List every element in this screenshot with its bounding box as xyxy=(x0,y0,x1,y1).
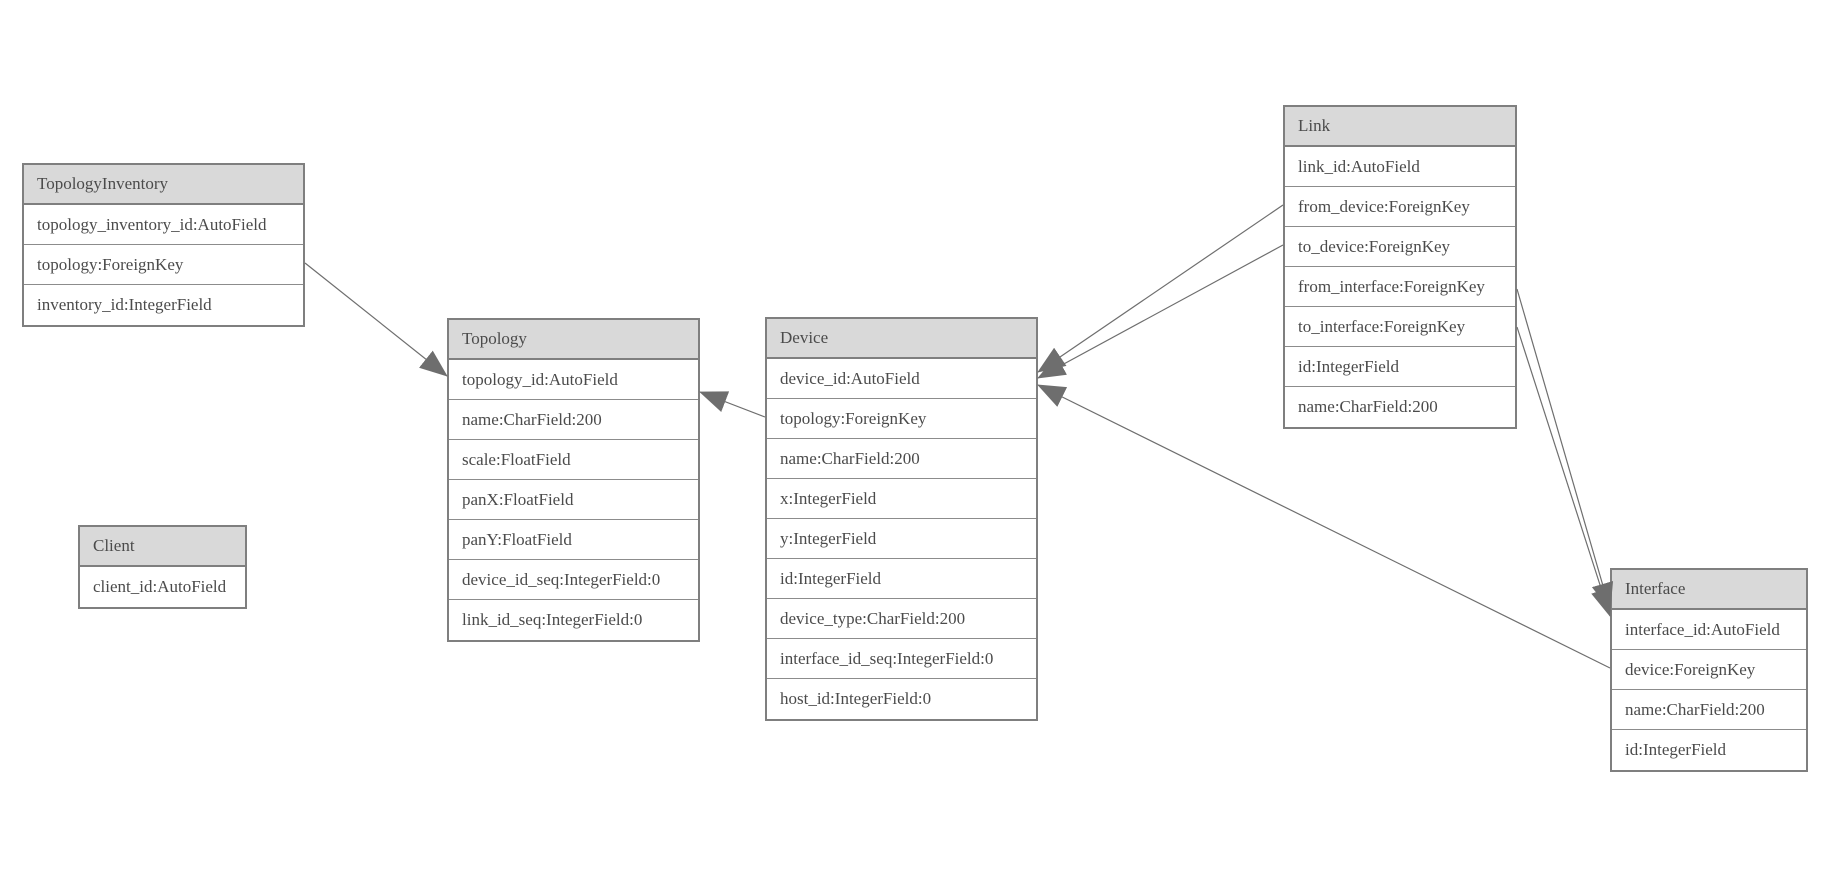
entity-field-row: name:CharField:200 xyxy=(449,400,698,440)
entity-title-client: Client xyxy=(80,527,245,567)
entity-field-row: name:CharField:200 xyxy=(1612,690,1806,730)
entity-field-row: to_interface:ForeignKey xyxy=(1285,307,1515,347)
entity-field-row: to_device:ForeignKey xyxy=(1285,227,1515,267)
entity-field-row: device_type:CharField:200 xyxy=(767,599,1036,639)
entity-field-row: x:IntegerField xyxy=(767,479,1036,519)
entity-field-row: interface_id:AutoField xyxy=(1612,610,1806,650)
entity-title-interface: Interface xyxy=(1612,570,1806,610)
entity-field-row: id:IntegerField xyxy=(767,559,1036,599)
entity-title-topology: Topology xyxy=(449,320,698,360)
entity-field-row: inventory_id:IntegerField xyxy=(24,285,303,325)
entity-title-link: Link xyxy=(1285,107,1515,147)
entity-field-row: topology:ForeignKey xyxy=(24,245,303,285)
entity-field-row: panX:FloatField xyxy=(449,480,698,520)
entity-field-row: interface_id_seq:IntegerField:0 xyxy=(767,639,1036,679)
entity-field-row: host_id:IntegerField:0 xyxy=(767,679,1036,719)
entity-field-row: scale:FloatField xyxy=(449,440,698,480)
entity-title-topology-inventory: TopologyInventory xyxy=(24,165,303,205)
entity-field-row: name:CharField:200 xyxy=(1285,387,1515,427)
entity-field-row: device_id:AutoField xyxy=(767,359,1036,399)
entity-title-device: Device xyxy=(767,319,1036,359)
entity-field-row: link_id_seq:IntegerField:0 xyxy=(449,600,698,640)
entity-field-row: id:IntegerField xyxy=(1612,730,1806,770)
entity-field-row: topology:ForeignKey xyxy=(767,399,1036,439)
entity-field-row: from_device:ForeignKey xyxy=(1285,187,1515,227)
entity-field-row: client_id:AutoField xyxy=(80,567,245,607)
entity-field-row: topology_id:AutoField xyxy=(449,360,698,400)
entity-field-row: link_id:AutoField xyxy=(1285,147,1515,187)
entity-field-row: panY:FloatField xyxy=(449,520,698,560)
entity-field-row: device:ForeignKey xyxy=(1612,650,1806,690)
entity-field-row: device_id_seq:IntegerField:0 xyxy=(449,560,698,600)
entity-field-row: name:CharField:200 xyxy=(767,439,1036,479)
entity-field-row: from_interface:ForeignKey xyxy=(1285,267,1515,307)
entity-field-row: id:IntegerField xyxy=(1285,347,1515,387)
entity-field-row: topology_inventory_id:AutoField xyxy=(24,205,303,245)
entity-field-row: y:IntegerField xyxy=(767,519,1036,559)
